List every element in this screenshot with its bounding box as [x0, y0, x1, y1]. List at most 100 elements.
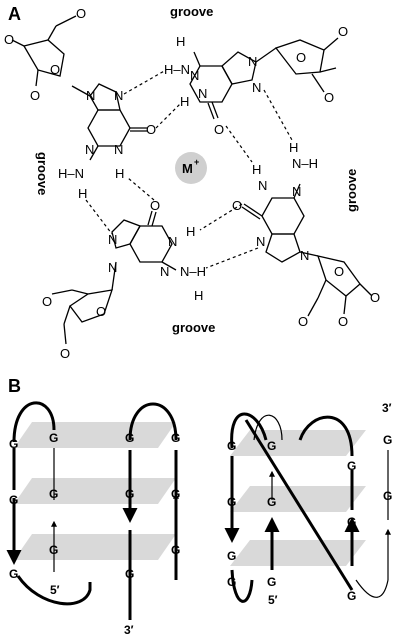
left-g-9: G — [125, 567, 134, 581]
g3-carbonyl-2 — [241, 206, 261, 220]
right-diagonal-loop — [244, 419, 354, 591]
g2-carbonyl-2 — [207, 102, 215, 120]
left-g-2: G — [49, 487, 58, 501]
g2-n1: N — [198, 86, 207, 101]
sugar3-ring — [317, 255, 361, 297]
left-g-4: G — [9, 437, 18, 451]
left-loop-2 — [128, 402, 178, 441]
g3-n1: N — [258, 178, 267, 193]
sugar1-o3 — [11, 39, 25, 47]
g2-carbonyl — [211, 101, 219, 119]
left-loop-1 — [12, 401, 56, 443]
right-loop-3 — [298, 415, 354, 457]
left-tetrad-plane-2 — [14, 478, 176, 504]
sugar-upper-right — [274, 37, 339, 93]
g1-h1: H — [115, 166, 124, 181]
hbond-6 — [205, 247, 259, 269]
sugar1-methoxy-a: O — [4, 32, 14, 47]
sugar2-ring-o: O — [296, 50, 306, 65]
sugar3-methoxy-c: O — [338, 314, 348, 329]
g2-glycosidic-bond — [255, 47, 277, 63]
sugar3-o5 — [307, 297, 319, 317]
g4-n7: N — [108, 232, 117, 247]
groove-right-label: groove — [344, 169, 359, 212]
metal-ion-circle — [175, 152, 207, 184]
sugar4-ring — [69, 289, 113, 323]
guanine-upper-left — [71, 83, 148, 161]
right-g-5: G — [267, 439, 276, 453]
hbond-3 — [225, 125, 253, 163]
right-three-prime: 3′ — [382, 401, 392, 415]
g3-amino-bond — [293, 183, 301, 199]
g2-n7: N — [252, 80, 261, 95]
g1-five-ring — [89, 83, 121, 111]
g3-n3: N — [292, 184, 301, 199]
g4-amino: N–H — [180, 264, 206, 279]
hbond-1 — [123, 69, 167, 95]
right-g-10: G — [347, 589, 356, 603]
sugar4-c5 — [71, 289, 89, 295]
right-g-11: G — [383, 433, 392, 447]
g4-h1: H — [186, 224, 195, 239]
sugar3-o2 — [343, 295, 347, 315]
g1-six-ring — [87, 109, 131, 147]
sugar1-ring — [23, 39, 65, 77]
topology-right: G G G G G G G G G G G G 5′ 3′ — [224, 401, 392, 607]
g2-h1: H — [180, 94, 189, 109]
right-thin-bottom — [355, 579, 389, 598]
sugar1-methoxy-b: O — [76, 6, 86, 21]
g4-five-ring — [111, 219, 141, 249]
g3-five-ring — [265, 233, 301, 263]
right-g-1: G — [227, 439, 236, 453]
hbond-8 — [85, 199, 113, 235]
right-g-3: G — [227, 549, 236, 563]
g2-o6: O — [214, 122, 224, 137]
g3-amino: N–H — [292, 156, 318, 171]
left-g-12: G — [171, 543, 180, 557]
hbond-5 — [199, 203, 243, 231]
g2-n9: N — [248, 54, 257, 69]
topology-left: G G G G G G G G G G G G 5′ 3′ — [6, 401, 180, 637]
g4-n3: N — [160, 264, 169, 279]
g1-o6: O — [146, 122, 156, 137]
g1-amino-h: H — [78, 186, 87, 201]
groove-bottom-label: groove — [172, 320, 215, 335]
left-tetrad-plane-1 — [14, 422, 176, 448]
sugar4-methoxy-b: O — [60, 346, 70, 361]
g1-amino-bond — [89, 145, 99, 161]
hydrogen-bonds — [85, 69, 293, 269]
sugar2-c5 — [311, 73, 325, 93]
g1-amino: H–N — [58, 166, 84, 181]
sugar2-methoxy-b: O — [324, 90, 334, 105]
sugar2-o2 — [319, 67, 337, 73]
left-g-7: G — [125, 431, 134, 445]
g1-n7: N — [114, 88, 123, 103]
right-five-prime: 5′ — [268, 593, 278, 607]
sugar1-c5 — [47, 25, 57, 41]
g1-n9: N — [86, 88, 95, 103]
g3-h1: H — [252, 162, 261, 177]
panel-a-label: A — [8, 4, 21, 24]
sugar1-o2 — [35, 69, 39, 87]
guanine-lower-left — [111, 210, 177, 291]
sugar4-c3 — [63, 305, 71, 325]
sugar3-ring-o: O — [334, 264, 344, 279]
g4-n9: N — [108, 260, 117, 275]
g4-glycosidic-bond — [111, 261, 117, 291]
groove-left-label: groove — [35, 152, 50, 195]
g1-n3: N — [85, 142, 94, 157]
sugar1-methoxy-c: O — [30, 88, 40, 103]
g3-n9: N — [300, 248, 309, 263]
sugar4-o5 — [51, 289, 73, 295]
sugar4-methoxy-a: O — [42, 294, 52, 309]
g2-n3: N — [190, 68, 199, 83]
sugar3-methoxy-b: O — [370, 290, 380, 305]
right-tetrad-plane-3 — [230, 540, 366, 566]
right-g-4: G — [227, 575, 236, 589]
right-g-7: G — [267, 575, 276, 589]
right-g-2: G — [227, 495, 236, 509]
g3-amino-h-top: H — [289, 140, 298, 155]
right-tetrad-plane-1 — [230, 430, 366, 456]
